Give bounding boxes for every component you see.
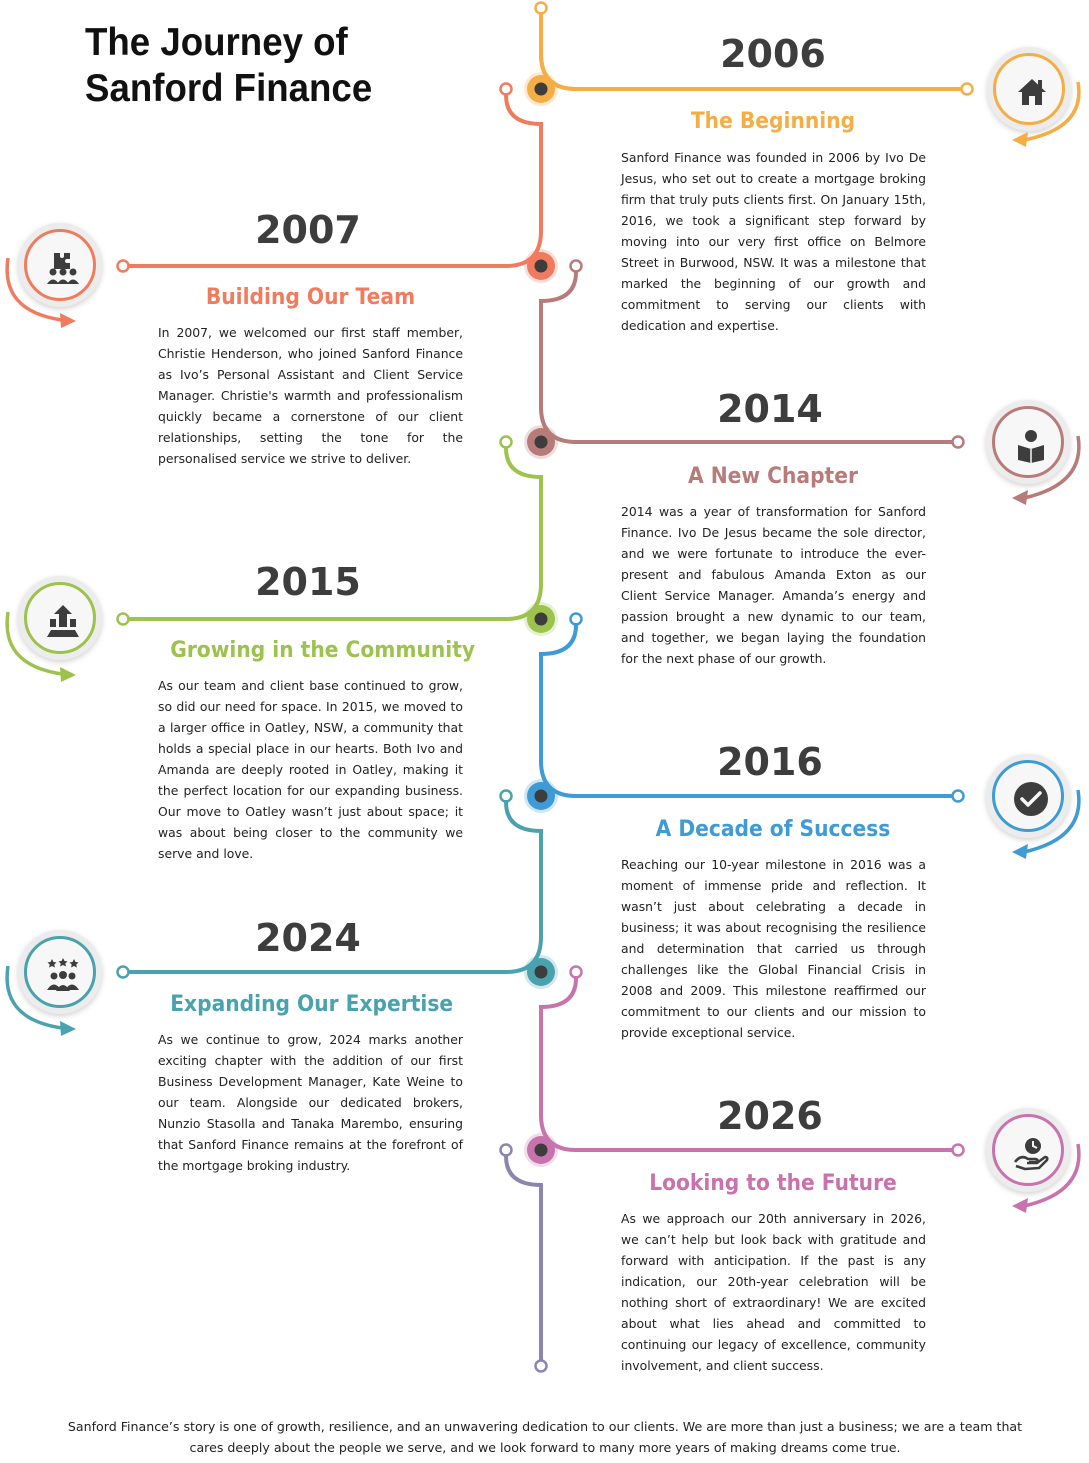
milestone-heading: A New Chapter (688, 464, 858, 489)
milestone-icon-badge (986, 400, 1070, 484)
timeline-endpoint (569, 965, 583, 979)
milestone-icon-badge (986, 1108, 1070, 1192)
timeline-segment (539, 976, 578, 1117)
milestone-year: 2014 (717, 387, 823, 431)
milestone-icon-badge (18, 930, 102, 1014)
timeline-endpoint (534, 1, 548, 15)
title-line-1: The Journey of (85, 21, 348, 64)
timeline-node-center (534, 1143, 548, 1157)
curved-arrow-icon (1012, 1143, 1081, 1213)
timeline-segment (504, 446, 543, 586)
milestone-heading: Expanding Our Expertise (170, 992, 454, 1017)
milestone-heading: Growing in the Community (170, 638, 476, 663)
curved-arrow-icon (5, 611, 76, 682)
hand-clock-icon (1013, 1138, 1049, 1171)
milestone-year: 2007 (255, 208, 361, 252)
timeline-endpoint (499, 82, 513, 96)
timeline-segment (504, 93, 543, 233)
milestone-year: 2024 (255, 916, 361, 960)
milestone-text: As we approach our 20th anniversary in 2… (621, 1211, 926, 1373)
house-icon (1018, 79, 1046, 105)
timeline-endpoint (116, 259, 130, 273)
milestone-text: 2014 was a year of transformation for Sa… (621, 504, 926, 666)
timeline-endpoint (534, 1359, 548, 1373)
milestone-heading: The Beginning (690, 109, 856, 134)
growth-arrow-icon (47, 605, 79, 637)
reader-book-icon (1018, 430, 1044, 463)
milestone-heading: A Decade of Success (655, 817, 891, 842)
milestone-heading: Building Our Team (205, 285, 416, 310)
milestone-text: As our team and client base continued to… (158, 678, 463, 861)
curved-arrow-icon (1012, 435, 1081, 505)
milestone-year: 2015 (255, 560, 361, 604)
timeline-endpoint (499, 789, 513, 803)
milestone-icon-badge (18, 576, 102, 660)
timeline-node-center (534, 965, 548, 979)
checkmark-icon (1014, 782, 1048, 816)
curved-arrow-icon (5, 965, 76, 1036)
timeline-endpoint (951, 435, 965, 449)
timeline-segment (504, 800, 543, 939)
milestone-icon-badge (986, 754, 1070, 838)
timeline-node-center (534, 435, 548, 449)
milestone-year: 2006 (720, 32, 826, 76)
timeline-endpoint (499, 435, 513, 449)
milestone-year: 2016 (717, 740, 823, 784)
timeline-segment (504, 1154, 543, 1362)
page-title: The Journey of Sanford Finance (85, 20, 372, 112)
milestone-icon-badge (18, 223, 102, 307)
timeline-endpoint (951, 789, 965, 803)
team-puzzle-icon (47, 253, 79, 284)
milestone-text: As we continue to grow, 2024 marks anoth… (158, 1032, 463, 1173)
timeline-node-center (534, 82, 548, 96)
curved-arrow-icon (5, 257, 76, 328)
milestone-icon-badge (987, 47, 1071, 131)
milestone-text: Reaching our 10-year milestone in 2016 w… (621, 857, 926, 1040)
timeline-node-center (534, 612, 548, 626)
curved-arrow-icon (1012, 81, 1081, 147)
timeline-node-center (534, 259, 548, 273)
timeline-endpoint (960, 82, 974, 96)
timeline-endpoint (951, 1143, 965, 1157)
footer-text: Sanford Finance’s story is one of growth… (67, 1419, 1023, 1455)
timeline-node-center (534, 789, 548, 803)
milestone-heading: Looking to the Future (649, 1171, 897, 1196)
milestone-text: In 2007, we welcomed our first staff mem… (158, 325, 463, 466)
timeline-endpoint (116, 965, 130, 979)
timeline-endpoint (569, 612, 583, 626)
timeline-endpoint (569, 259, 583, 273)
milestone-year: 2026 (717, 1094, 823, 1138)
team-stars-icon (47, 958, 79, 991)
curved-arrow-icon (1012, 789, 1081, 859)
milestone-text: Sanford Finance was founded in 2006 by I… (621, 150, 926, 333)
timeline-endpoint (116, 612, 130, 626)
timeline-segment (539, 623, 578, 763)
timeline-segment (539, 270, 578, 409)
timeline-endpoint (499, 1143, 513, 1157)
title-line-2: Sanford Finance (85, 67, 373, 110)
